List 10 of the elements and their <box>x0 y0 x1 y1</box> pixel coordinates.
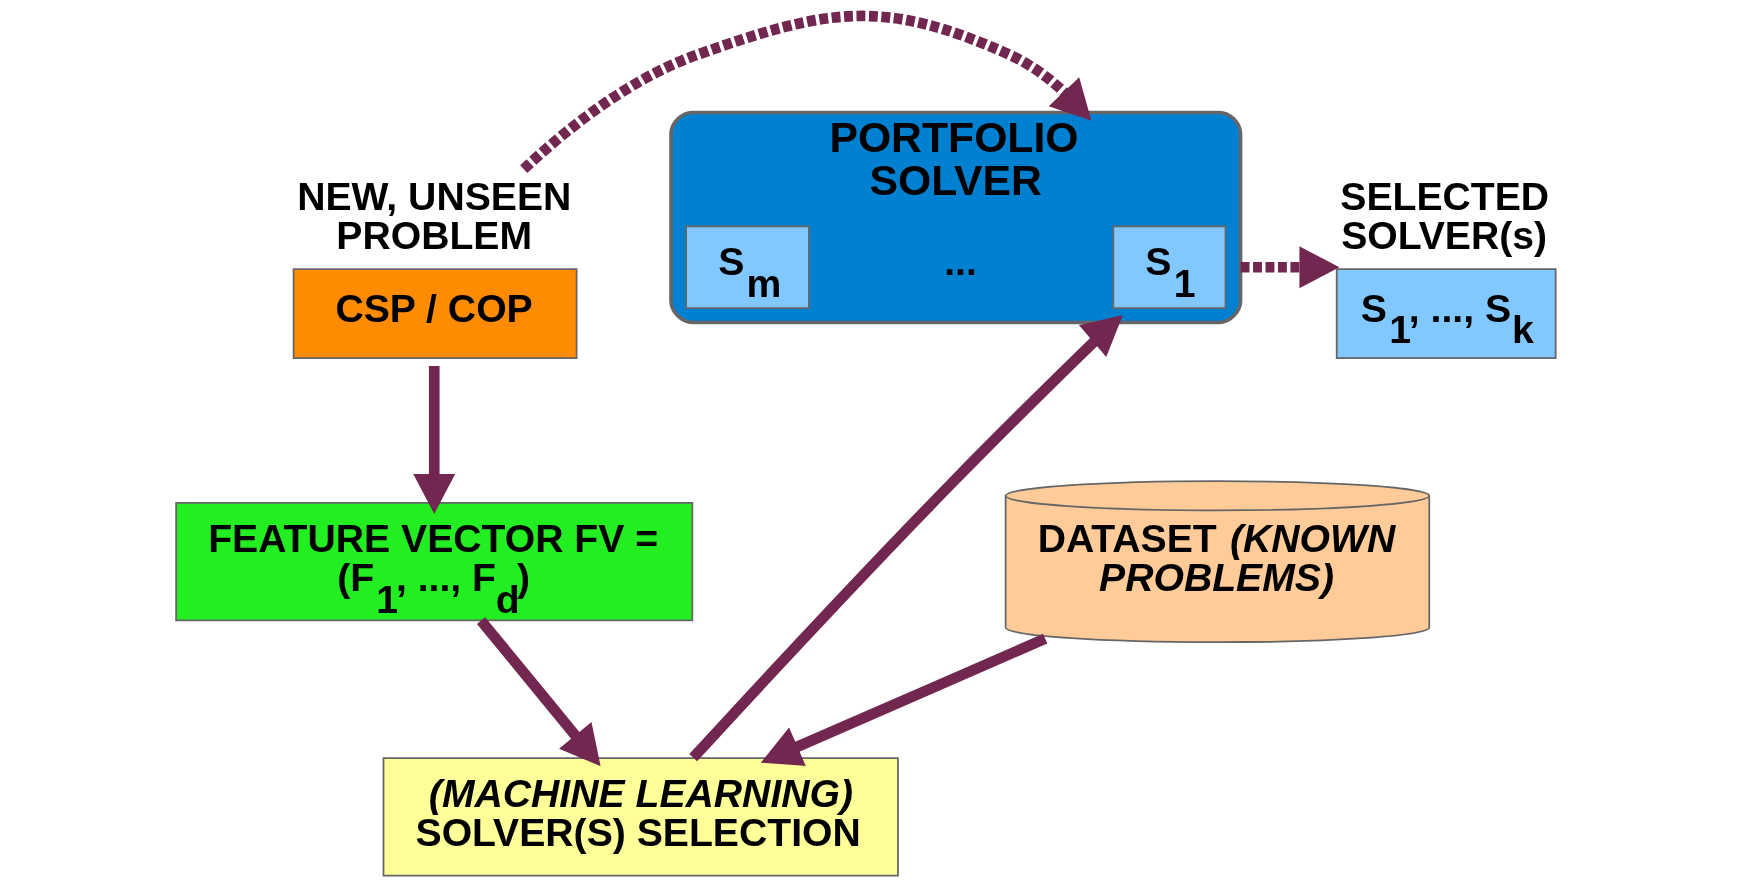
label: ... <box>944 240 977 284</box>
node-box: (MACHINE LEARNING) SOLVER(S) SELECTION <box>382 757 899 877</box>
arrow <box>520 10 1092 174</box>
node-label: NEW, UNSEEN PROBLEM <box>297 174 572 257</box>
arrow <box>689 314 1123 762</box>
arrow <box>760 633 1048 766</box>
arrow <box>413 365 456 514</box>
arrow <box>1240 246 1340 289</box>
node-label: SELECTED SOLVER(s) <box>1340 174 1550 257</box>
arrow <box>476 617 601 767</box>
